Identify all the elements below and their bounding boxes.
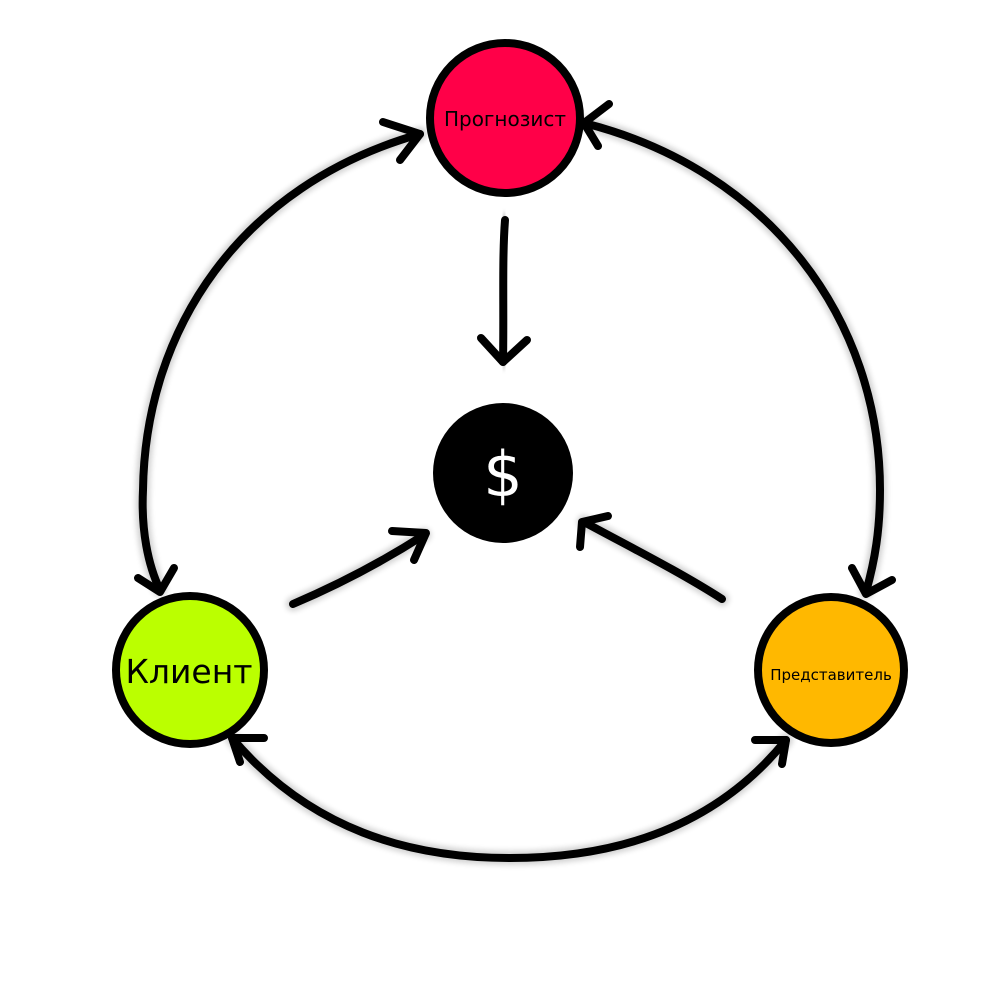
arrowhead-representative-bottom-end xyxy=(751,736,790,768)
arrowhead-client-bottom-end xyxy=(228,734,268,766)
edge-client-center xyxy=(286,527,431,611)
node-forecaster: Прогнозист xyxy=(426,39,584,197)
arrowhead-client-end xyxy=(134,564,178,596)
node-forecaster-circle xyxy=(426,39,584,197)
edge-forecaster-client xyxy=(134,118,427,597)
edge-forecaster-representative xyxy=(577,100,896,599)
arrowhead-forecaster-end xyxy=(379,118,424,164)
node-representative: Представитель xyxy=(754,593,908,747)
center-node: $ xyxy=(433,403,573,543)
arrowhead-center-left xyxy=(388,527,430,564)
node-client-circle xyxy=(112,592,268,748)
arrowhead-representative-end xyxy=(848,564,896,598)
node-client: Клиент xyxy=(112,592,268,748)
arrowhead-center-right xyxy=(576,512,612,551)
arrowhead-forecaster-right-end xyxy=(580,100,613,150)
edge-client-representative xyxy=(225,731,793,865)
edge-forecaster-center xyxy=(477,213,531,369)
node-forecaster-label: Прогнозист xyxy=(444,107,566,131)
node-client-label: Клиент xyxy=(125,652,252,691)
node-representative-label: Представитель xyxy=(770,666,892,684)
dollar-sign-icon: $ xyxy=(483,438,522,511)
arrowhead-center-top xyxy=(477,334,531,366)
center-circle xyxy=(433,403,573,543)
node-representative-circle xyxy=(754,593,908,747)
edge-representative-center xyxy=(576,512,729,606)
